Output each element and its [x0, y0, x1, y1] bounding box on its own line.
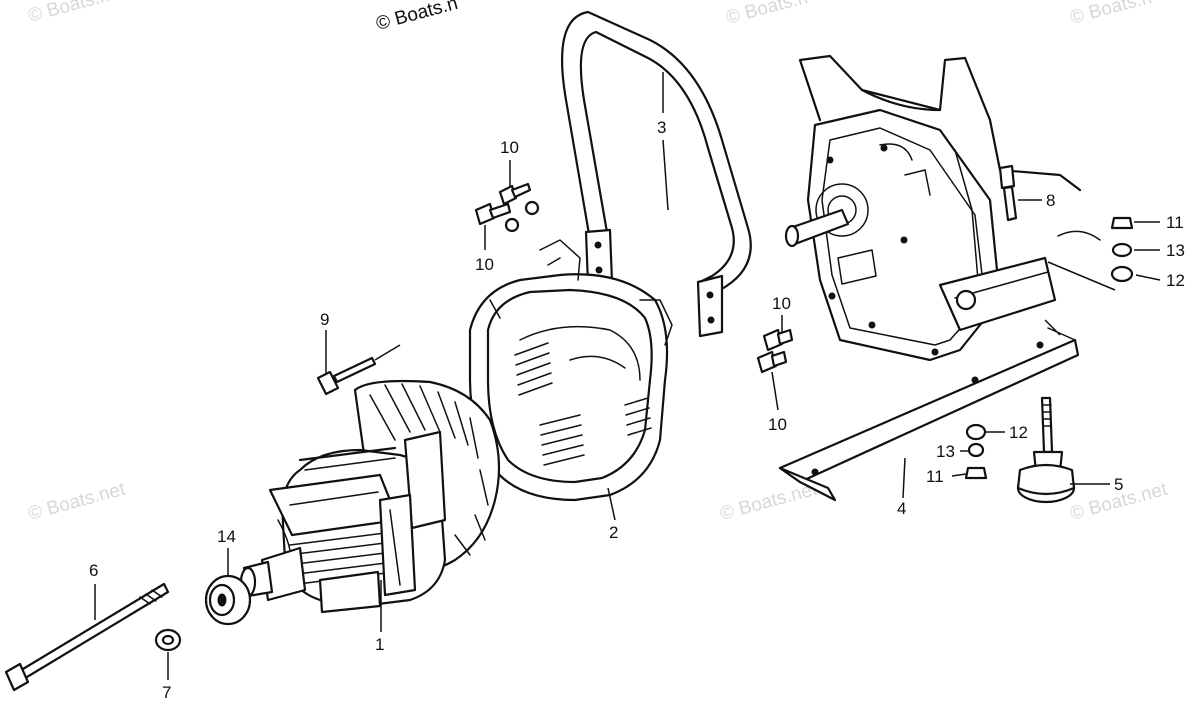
watermark-top-left: © Boats.n — [26, 0, 112, 27]
frame-handle-part — [560, 10, 752, 338]
callout-7: 7 — [162, 683, 171, 702]
rotor-assembly-part — [239, 379, 501, 614]
watermark-top-center: © Boats.n — [374, 0, 460, 35]
callout-1: 1 — [375, 635, 384, 654]
callout-10-lower: 10 — [772, 294, 791, 313]
callout-11-lower: 11 — [926, 467, 944, 486]
callout-4: 4 — [897, 499, 906, 518]
callout-13-lower: 13 — [936, 442, 955, 461]
callout-11-right: 11 — [1166, 213, 1184, 232]
callout-10-upper: 10 — [500, 138, 519, 157]
fan-cover-part — [468, 239, 673, 502]
callout-5: 5 — [1114, 475, 1123, 494]
engine-crankcase — [784, 54, 1116, 362]
callout-3: 3 — [657, 118, 666, 137]
bearing-part — [204, 574, 252, 626]
watermark-top-right: © Boats.n — [1068, 0, 1154, 29]
nut-washer-upper — [1057, 216, 1134, 283]
callout-9: 9 — [320, 310, 329, 329]
callout-12-lower: 12 — [1009, 423, 1028, 442]
leader-lines — [94, 72, 1161, 680]
bolt-part-8 — [998, 164, 1018, 222]
callout-10-upper-left: 10 — [475, 255, 494, 274]
washer-part-7 — [154, 628, 182, 652]
callout-2: 2 — [609, 523, 618, 542]
base-plate-part — [778, 319, 1080, 502]
through-bolt-part — [4, 582, 170, 692]
callout-13-right: 13 — [1166, 241, 1185, 260]
callout-10-lower-bottom: 10 — [768, 415, 787, 434]
callout-12-right: 12 — [1166, 271, 1185, 290]
callout-8: 8 — [1046, 191, 1055, 210]
callout-14: 14 — [217, 527, 236, 546]
small-bolts-lower — [756, 328, 794, 374]
watermark-top-right-center: © Boats.n — [724, 0, 810, 29]
mount-foot-part — [1016, 396, 1076, 504]
small-bolts-upper — [474, 182, 540, 233]
nut-washer-lower — [964, 423, 988, 480]
callout-6: 6 — [89, 561, 98, 580]
callout-numbers: 1 2 3 4 5 6 7 8 9 10 10 10 10 11 13 12 1… — [89, 118, 1185, 702]
watermark-bottom-left: © Boats.net — [26, 479, 128, 525]
